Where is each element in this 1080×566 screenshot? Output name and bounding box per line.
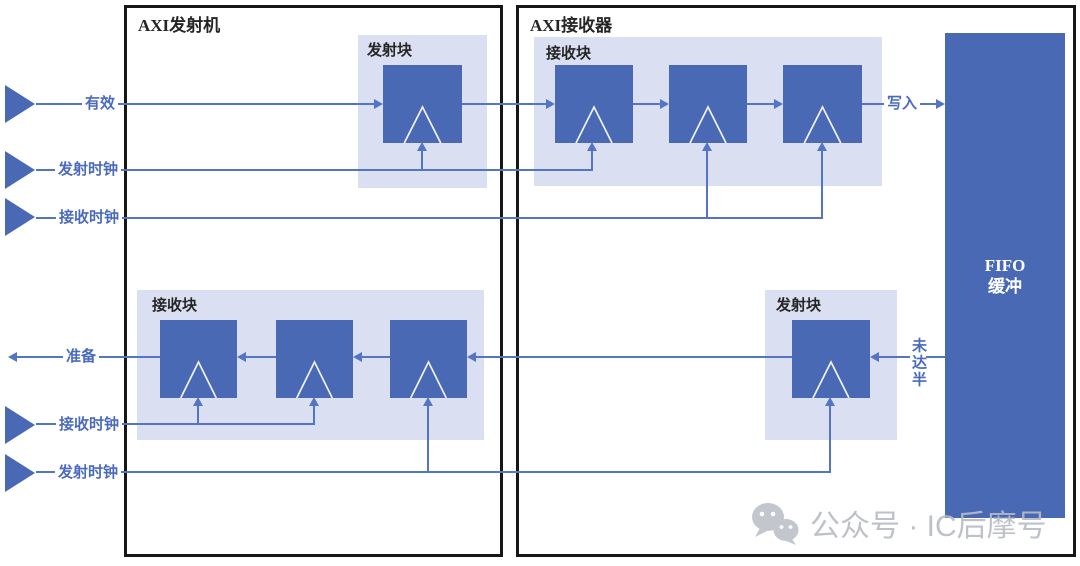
arrowhead-left: [870, 352, 879, 362]
arrowhead-up: [817, 142, 827, 151]
wechat-icon: [752, 503, 799, 545]
ready-sync-flipflop-1: [160, 320, 237, 398]
tx-clock-top-wire: [36, 169, 593, 171]
port-triangle-rx-clock-bottom: [5, 406, 35, 444]
arrowhead-right: [546, 99, 555, 109]
port-triangle-valid: [5, 85, 35, 123]
arrowhead-up: [309, 397, 319, 406]
arrowhead-left: [237, 352, 246, 362]
tx-top-panel-label: 发射块: [367, 43, 413, 59]
clock-edge-icon: [812, 360, 850, 398]
clock-riser: [821, 150, 823, 219]
signal-label-not-half-full: 未达半: [910, 334, 926, 392]
ready-chain-wire: [361, 356, 390, 358]
clock-edge-icon: [403, 105, 442, 143]
clock-riser: [591, 150, 593, 171]
port-triangle-tx-clock-bottom: [5, 454, 35, 492]
clock-riser: [427, 405, 429, 473]
arrowhead-up: [193, 397, 203, 406]
arrowhead-up: [423, 397, 433, 406]
arrowhead-up: [587, 142, 597, 151]
clock-edge-icon: [689, 105, 727, 143]
ready-chain-wire: [475, 356, 792, 358]
port-triangle-tx-clock-top: [5, 151, 35, 189]
watermark-text: 公众号 · IC后摩号: [810, 510, 1047, 543]
arrowhead-right: [774, 99, 783, 109]
tx-bottom-panel-label: 接收块: [152, 298, 198, 314]
clock-edge-icon: [179, 360, 218, 398]
valid-wire: [462, 103, 548, 105]
rx-top-panel-label: 接收块: [546, 46, 592, 62]
receiver-box-title: AXI接收器: [530, 16, 613, 35]
signal-label-valid: 有效: [81, 95, 119, 113]
ready-chain-wire: [245, 356, 276, 358]
fifo-buffer: FIFO 缓冲: [945, 33, 1065, 518]
fifo-flag-flipflop: [792, 320, 870, 398]
arrowhead-left: [353, 352, 362, 362]
tx-flipflop: [383, 65, 462, 143]
rx-sync-flipflop-2: [669, 65, 747, 143]
signal-label-tx-clock-top: 发射时钟: [54, 161, 122, 179]
clock-riser: [197, 405, 199, 425]
sync-chain-wire: [747, 103, 776, 105]
tx-clock-bottom-wire: [36, 471, 831, 473]
port-triangle-rx-clock-top: [5, 198, 35, 236]
signal-label-ready: 准备: [62, 348, 100, 366]
signal-label-rx-clock-bottom: 接收时钟: [55, 416, 123, 434]
ready-sync-flipflop-3: [390, 320, 467, 398]
clock-riser: [829, 405, 831, 473]
clock-riser: [706, 150, 708, 219]
arrowhead-right: [936, 99, 945, 109]
ready-sync-flipflop-2: [276, 320, 353, 398]
signal-label-tx-clock-bottom: 发射时钟: [54, 464, 122, 482]
arrowhead-left: [8, 352, 17, 362]
transmitter-box-title: AXI发射机: [138, 16, 221, 35]
signal-label-rx-clock-top: 接收时钟: [55, 209, 123, 227]
clock-riser: [313, 405, 315, 425]
signal-label-write: 写入: [883, 95, 921, 113]
fifo-label-line1: FIFO: [984, 255, 1026, 275]
clock-edge-icon: [575, 105, 613, 143]
sync-chain-wire: [633, 103, 662, 105]
rx-sync-flipflop-3: [783, 65, 862, 143]
arrowhead-right: [374, 99, 383, 109]
receiver-box: [516, 5, 1076, 557]
rx-sync-flipflop-1: [555, 65, 633, 143]
clock-edge-icon: [409, 360, 448, 398]
clock-riser: [421, 150, 423, 171]
clock-edge-icon: [803, 105, 842, 143]
arrowhead-right: [660, 99, 669, 109]
transmitter-box: [124, 5, 503, 557]
arrowhead-left: [467, 352, 476, 362]
watermark: 公众号 · IC后摩号: [750, 501, 1047, 545]
fifo-label-line2: 缓冲: [987, 276, 1022, 296]
rx-clock-bottom-wire: [36, 423, 315, 425]
valid-wire: [36, 103, 376, 105]
arrowhead-up: [825, 397, 835, 406]
arrowhead-up: [702, 142, 712, 151]
rx-clock-top-wire: [36, 217, 823, 219]
arrowhead-up: [417, 142, 427, 151]
clock-edge-icon: [295, 360, 334, 398]
rx-bottom-panel-label: 发射块: [776, 298, 822, 314]
